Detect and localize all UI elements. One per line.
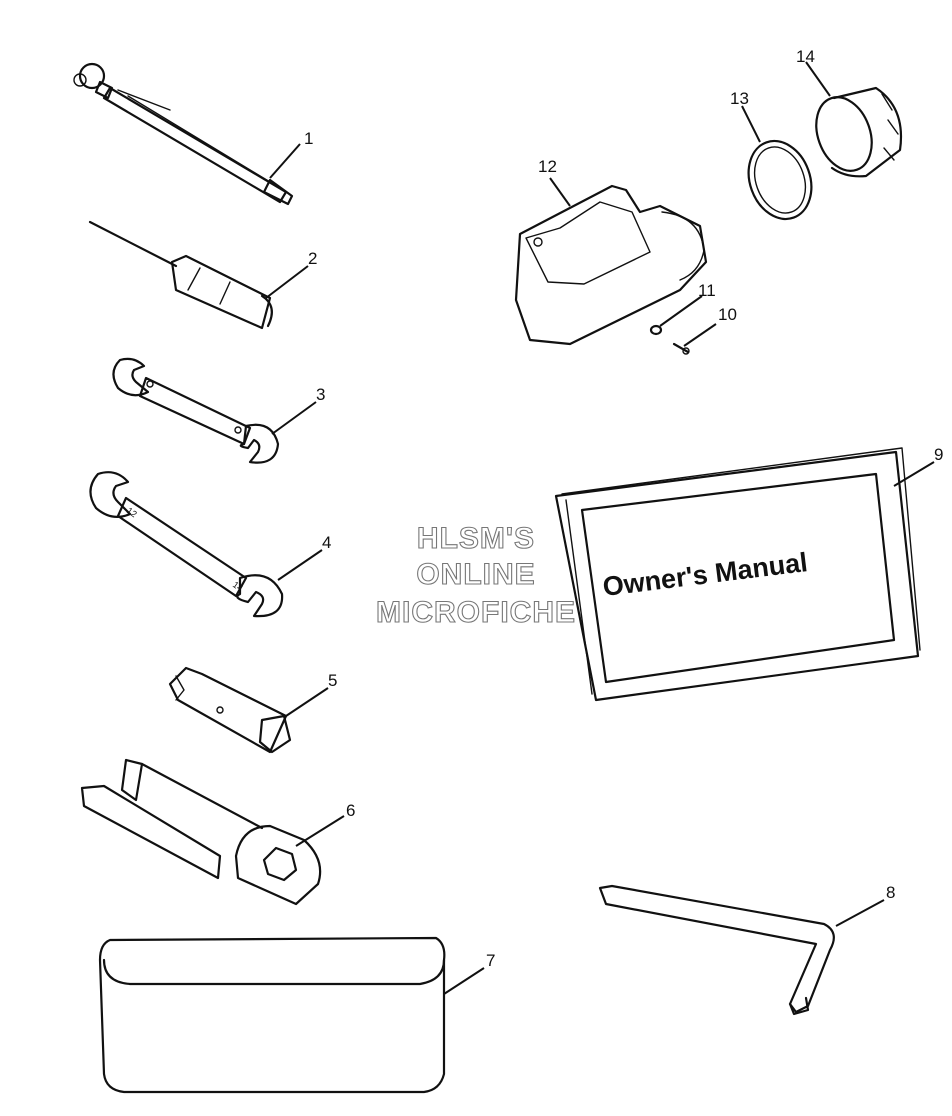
part-7-pouch	[98, 936, 446, 1094]
callout-numbers: 1 2 3 4 5 6 7 8 9 10 11 12 13 14	[304, 47, 943, 970]
callout-6: 6	[346, 801, 355, 820]
callout-10: 10	[718, 305, 737, 324]
wrench-marking-14: 14	[231, 579, 245, 593]
callout-8: 8	[886, 883, 895, 902]
callout-12: 12	[538, 157, 557, 176]
callout-9: 9	[934, 445, 943, 464]
wrench-marking-12: 12	[125, 505, 139, 519]
watermark: HLSM'S ONLINE MICROFICHE	[375, 521, 576, 629]
part-14-cap	[815, 86, 902, 178]
callout-14: 14	[796, 47, 815, 66]
callout-2: 2	[308, 249, 317, 268]
part-8-hex-key	[598, 884, 835, 1016]
part-6-spanner	[80, 758, 322, 906]
part-13-o-ring	[747, 139, 813, 221]
callout-4: 4	[322, 533, 331, 552]
watermark-line-2: ONLINE	[416, 558, 535, 591]
callout-11: 11	[698, 281, 716, 300]
callout-3: 3	[316, 385, 325, 404]
callout-1: 1	[304, 129, 313, 148]
callout-5: 5	[328, 671, 337, 690]
callout-13: 13	[730, 89, 749, 108]
part-2-screwdriver	[88, 220, 273, 330]
leader-lines	[265, 61, 935, 995]
part-9-owners-manual: Owner's Manual	[554, 447, 921, 702]
part-12-tool-holder	[514, 184, 708, 346]
watermark-line-1: HLSM'S	[417, 522, 535, 555]
part-1-tire-gauge	[73, 62, 294, 206]
part-10-screw	[672, 342, 690, 355]
callout-7: 7	[486, 951, 495, 970]
owners-manual-cover-text: Owner's Manual	[601, 547, 809, 602]
part-4-wrench-12-14: 12 14	[89, 471, 284, 618]
part-5-socket-wrench	[168, 666, 292, 754]
part-3-wrench	[112, 357, 280, 464]
part-11-washer	[649, 324, 663, 336]
watermark-line-3: MICROFICHE	[376, 596, 576, 629]
